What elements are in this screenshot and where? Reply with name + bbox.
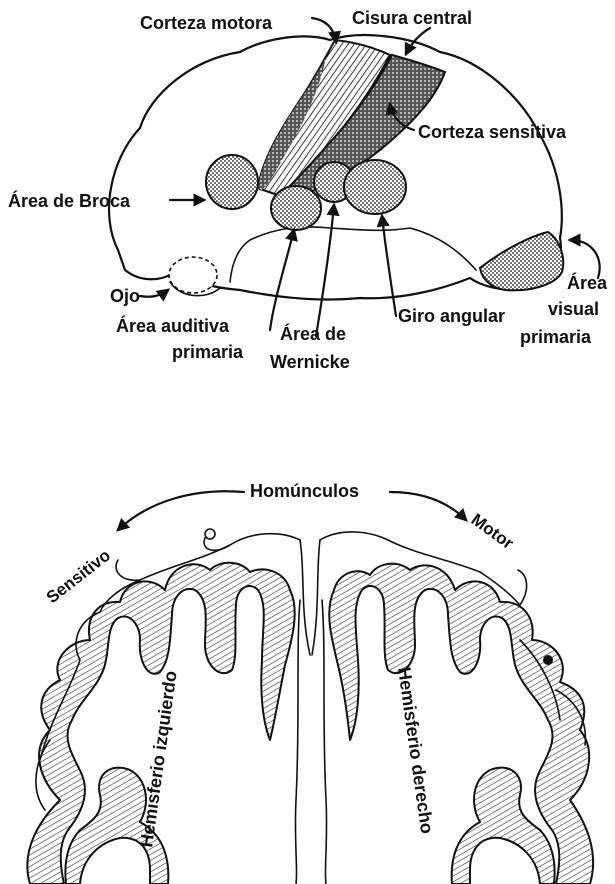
label-sensory-cortex: Corteza sensitiva	[418, 122, 567, 142]
label-broca: Área de Broca	[8, 190, 131, 211]
label-visual-3: primaria	[520, 327, 592, 347]
label-motor: Motor	[468, 510, 518, 553]
arrow-to-motor	[390, 492, 466, 520]
label-eye: Ojo	[110, 286, 140, 306]
label-right-hemisphere: Hemisferio derecho	[394, 666, 437, 835]
left-medial-wall	[295, 600, 300, 884]
arrow-angular-gyrus	[382, 216, 396, 316]
label-visual-2: visual	[548, 299, 599, 319]
label-auditory-2: primaria	[172, 342, 244, 362]
coronal-section-view: Homúnculos Sensitivo Motor	[27, 481, 593, 884]
angular-gyrus-area	[344, 160, 406, 214]
eye-shape	[169, 257, 217, 293]
label-sensory: Sensitivo	[43, 546, 114, 608]
label-homunculi: Homúnculos	[250, 481, 359, 501]
arrow-wernicke-2	[316, 205, 334, 336]
arrow-eye	[140, 290, 168, 297]
arrow-wernicke	[270, 230, 294, 330]
label-wernicke-1: Área de	[280, 323, 346, 344]
arrow-to-sensory	[118, 491, 244, 530]
label-auditory-1: Área auditiva	[116, 315, 230, 336]
label-left-hemisphere: Hemisferio izquierdo	[136, 669, 181, 848]
right-medial-wall	[322, 600, 327, 884]
label-wernicke-2: Wernicke	[270, 352, 350, 372]
label-visual-1: Área	[567, 272, 608, 293]
right-hemisphere-cortex	[329, 564, 593, 884]
visual-area	[480, 232, 563, 290]
broca-area	[206, 155, 258, 209]
label-central-fissure: Cisura central	[352, 8, 472, 28]
temporal-lobe-line	[230, 227, 476, 282]
lateral-brain-view: Corteza motora Cisura central Corteza se…	[8, 8, 608, 372]
wernicke-area	[271, 186, 321, 230]
label-angular-gyrus: Giro angular	[398, 306, 505, 326]
label-motor-cortex: Corteza motora	[140, 13, 273, 33]
